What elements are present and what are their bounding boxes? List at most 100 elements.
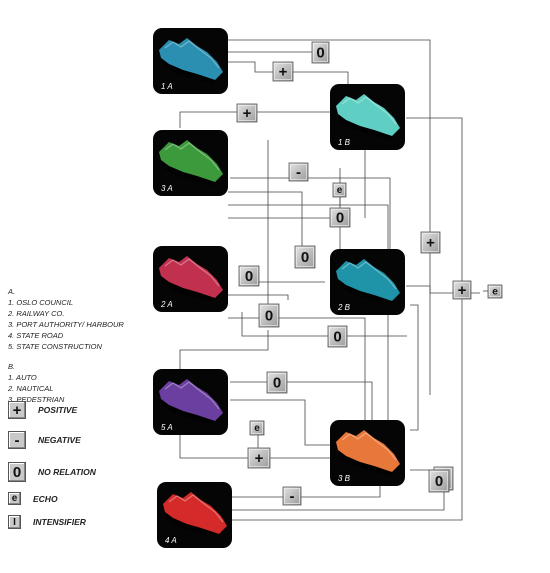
terrain-shadow (161, 160, 215, 186)
terrain-ridge (164, 258, 220, 287)
key-label: POSITIVE (38, 405, 78, 415)
key-label: NO RELATION (38, 467, 96, 477)
key-intensifier: I INTENSIFIER (8, 515, 86, 529)
node-4a: 4 A (157, 482, 232, 548)
relation-symbol: 0 (265, 308, 273, 325)
zero-symbol-icon: 0 (8, 462, 26, 482)
relation-symbol: - (296, 164, 301, 181)
node-3a: 3 A (153, 130, 228, 196)
node-label: 2 A (160, 300, 173, 309)
key-no-relation: 0 NO RELATION (8, 462, 96, 482)
terrain-shadow (165, 512, 219, 538)
node-label: 2 B (337, 303, 351, 312)
legend-group-a-item: 4. STATE ROAD (8, 331, 64, 340)
relation-symbol: 0 (333, 329, 341, 346)
terrain-shadow (161, 276, 215, 302)
node-label: 5 A (161, 423, 173, 432)
relation-symbol: - (290, 488, 295, 505)
node-label: 3 B (338, 474, 351, 483)
terrain-relief (159, 256, 223, 298)
echo-marker: e (487, 284, 503, 299)
positive-relation: + (420, 231, 441, 254)
terrain-ridge (341, 96, 397, 125)
node-2a: 2 A (153, 246, 228, 312)
no-relation: 0 (327, 325, 348, 348)
plus-symbol-icon: + (8, 401, 26, 419)
terrain-ridge (341, 261, 397, 290)
terrain-shadow (338, 114, 392, 140)
relation-symbol: 0 (316, 45, 324, 62)
node-2b: 2 B (330, 249, 405, 315)
no-relation: 0 (258, 303, 280, 328)
echo-symbol-icon: e (8, 492, 21, 505)
relation-symbol: + (279, 64, 288, 81)
positive-relation: + (236, 103, 258, 123)
connector-lines (179, 39, 488, 521)
terrain-shadow (161, 58, 215, 84)
no-relation: 0 (266, 371, 288, 394)
terrain-shadow (161, 399, 215, 425)
legend-group-a-item: 2. RAILWAY CO. (8, 309, 65, 318)
node-label: 1 B (338, 138, 351, 147)
no-relation: 0 (428, 469, 450, 493)
terrain-relief (336, 94, 400, 136)
key-label: INTENSIFIER (33, 517, 86, 527)
legend-group-a-item: 3. PORT AUTHORITY/ HARBOUR (8, 320, 124, 329)
relation-symbol: + (255, 450, 264, 467)
relation-symbol: 0 (301, 249, 309, 266)
terrain-ridge (164, 381, 220, 410)
relation-symbol: e (254, 423, 260, 434)
node-5a: 5 A (153, 369, 228, 435)
legend-group-b-item: 1. AUTO (8, 373, 37, 382)
terrain-relief (163, 492, 227, 534)
legend-group-b-item: 3. PEDESTRIAN (8, 395, 65, 404)
terrain-relief (336, 430, 400, 472)
negative-relation: - (282, 486, 302, 506)
terrain-ridge (164, 142, 220, 171)
terrain-ridge (168, 494, 224, 523)
no-relation: 0 (294, 245, 316, 269)
relation-symbol: 0 (273, 375, 281, 392)
no-relation: 0 (238, 265, 260, 287)
relation-symbol: 0 (435, 473, 443, 490)
node-label: 1 A (161, 82, 173, 91)
node-3b: 3 B (330, 420, 405, 486)
echo-marker: e (249, 420, 265, 436)
relation-symbol: 0 (245, 268, 253, 285)
terrain-relief (159, 379, 223, 421)
intensifier-symbol-icon: I (8, 515, 21, 529)
legend-group-a-title: A. (8, 287, 16, 296)
no-relation: 0 (311, 41, 330, 64)
legend-group-b-item: 2. NAUTICAL (8, 384, 54, 393)
terrain-relief (159, 38, 223, 80)
relation-symbol: + (426, 235, 435, 252)
relation-symbol: e (337, 185, 343, 196)
terrain-ridge (341, 432, 397, 461)
legend-group-a-item: 5. STATE CONSTRUCTION (8, 342, 102, 351)
terrain-shadow (338, 279, 392, 305)
relation-symbol: + (458, 282, 467, 299)
relation-symbol: + (243, 105, 252, 122)
node-label: 4 A (165, 536, 177, 545)
terrain-shadow (338, 450, 392, 476)
node-1a: 1 A (153, 28, 228, 94)
positive-relation: + (272, 61, 294, 82)
relation-symbol: 0 (336, 210, 344, 227)
relation-symbol: e (492, 287, 498, 298)
legend-group-b-title: B. (8, 362, 16, 371)
key-negative: - NEGATIVE (8, 431, 81, 449)
node-label: 3 A (161, 184, 173, 193)
key-echo: e ECHO (8, 492, 58, 505)
key-label: ECHO (33, 493, 58, 504)
legend-group-a-item: 1. OSLO COUNCIL (8, 298, 74, 307)
terrain-relief (336, 259, 400, 301)
no-relation: 0 (329, 207, 351, 228)
positive-relation: + (452, 280, 472, 300)
positive-relation: + (247, 447, 271, 469)
minus-symbol-icon: - (8, 431, 26, 449)
key-positive: + POSITIVE (8, 401, 77, 419)
node-1b: 1 B (330, 84, 405, 150)
legend: A. 1. OSLO COUNCIL 2. RAILWAY CO. 3. POR… (8, 286, 143, 405)
key-label: NEGATIVE (38, 435, 81, 445)
